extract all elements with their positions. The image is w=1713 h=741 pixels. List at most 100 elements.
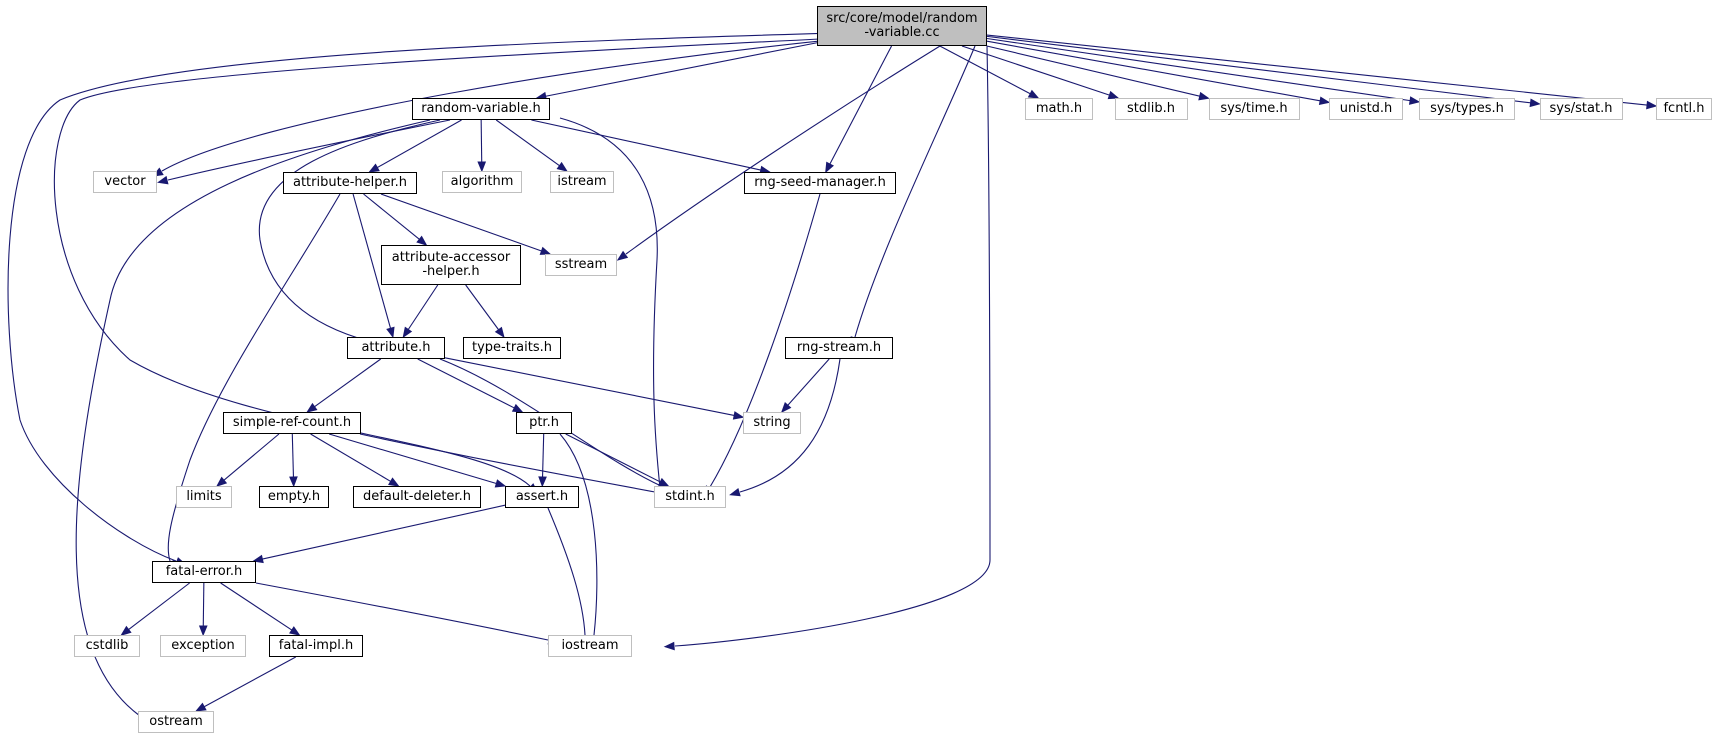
node-algorithm: algorithm: [442, 171, 522, 193]
edge-attribute-h-to-ptr-h: [417, 358, 524, 413]
edge-simple-ref-count-h-to-assert-h: [329, 433, 507, 488]
node-cstdlib: cstdlib: [74, 635, 140, 657]
node-label: attribute.h: [361, 340, 431, 355]
edge-attribute-accessor-helper-h-to-type-traits-h: [465, 284, 505, 339]
edge-root-to-sys-time-h: [986, 45, 1210, 101]
node-label: attribute-accessor -helper.h: [391, 250, 511, 279]
edge-random-variable-h-to-istream: [495, 119, 568, 172]
edge-simple-ref-count-h-to-empty-h: [289, 433, 298, 488]
node-label: vector: [104, 174, 146, 189]
node-string: string: [743, 412, 801, 434]
node-label: default-deleter.h: [363, 489, 471, 504]
edge-attribute-helper-h-to-fatal-error-h: [166, 193, 341, 572]
node-label: sys/types.h: [1430, 101, 1504, 116]
edge-root-to-math-h: [939, 45, 1040, 99]
node-stdlib-h: stdlib.h: [1114, 98, 1188, 120]
edge-attribute-helper-h-to-attribute-accessor-helper-h: [363, 193, 428, 246]
node-empty-h[interactable]: empty.h: [259, 486, 329, 508]
node-label: ptr.h: [529, 415, 559, 430]
node-label: random-variable.h: [421, 101, 541, 116]
edge-random-variable-h-to-algorithm: [477, 119, 487, 173]
node-label: simple-ref-count.h: [232, 415, 352, 430]
node-sys-types-h: sys/types.h: [1419, 98, 1515, 120]
node-istream: istream: [550, 171, 614, 193]
node-label: src/core/model/random -variable.cc: [826, 11, 978, 40]
edge-rng-stream-h-to-string: [780, 358, 830, 414]
node-assert-h[interactable]: assert.h: [505, 486, 579, 508]
node-label: limits: [186, 489, 222, 504]
node-label: stdint.h: [665, 489, 715, 504]
node-root: src/core/model/random -variable.cc: [817, 6, 987, 46]
edge-root-to-iostream: [663, 45, 991, 651]
edge-fatal-error-h-to-cstdlib: [120, 582, 190, 636]
node-label: fcntl.h: [1663, 101, 1705, 116]
node-stdint-h: stdint.h: [654, 486, 726, 508]
node-label: stdlib.h: [1127, 101, 1175, 116]
node-label: sstream: [554, 257, 608, 272]
node-ptr-h[interactable]: ptr.h: [516, 412, 572, 434]
edge-simple-ref-count-h-to-limits: [216, 433, 280, 487]
node-limits: limits: [176, 486, 232, 508]
edge-rng-stream-h-to-stdint-h: [729, 358, 841, 497]
edge-simple-ref-count-h-to-default-deleter-h: [310, 433, 400, 487]
node-rng-seed-manager-h[interactable]: rng-seed-manager.h: [744, 172, 896, 194]
node-label: empty.h: [267, 489, 321, 504]
edge-fatal-error-h-to-fatal-impl-h: [220, 582, 301, 636]
edge-assert-h-to-fatal-error-h: [252, 504, 506, 564]
node-exception: exception: [160, 635, 246, 657]
node-attribute-accessor-helper-h[interactable]: attribute-accessor -helper.h: [381, 245, 521, 285]
node-label: iostream: [561, 638, 619, 653]
node-label: rng-stream.h: [796, 340, 882, 355]
node-label: rng-seed-manager.h: [754, 175, 886, 190]
node-rng-stream-h[interactable]: rng-stream.h: [785, 337, 893, 359]
node-attribute-helper-h[interactable]: attribute-helper.h: [283, 172, 417, 194]
node-math-h: math.h: [1025, 98, 1093, 120]
node-simple-ref-count-h[interactable]: simple-ref-count.h: [223, 412, 361, 434]
edge-random-variable-h-to-vector: [156, 119, 451, 185]
node-attribute-h[interactable]: attribute.h: [347, 337, 445, 359]
edge-fatal-impl-h-to-ostream: [195, 656, 296, 712]
edge-attribute-helper-h-to-attribute-h: [352, 193, 395, 339]
node-label: ostream: [149, 714, 203, 729]
edge-random-variable-h-to-attribute-helper-h: [368, 119, 462, 173]
node-default-deleter-h[interactable]: default-deleter.h: [353, 486, 481, 508]
edge-root-to-rng-seed-manager-h: [825, 45, 893, 174]
node-label: attribute-helper.h: [292, 175, 408, 190]
node-sys-time-h: sys/time.h: [1208, 98, 1300, 120]
edge-root-to-unistd-h: [986, 40, 1331, 105]
edge-attribute-h-to-string: [444, 357, 745, 420]
node-label: cstdlib: [85, 638, 129, 653]
node-sstream: sstream: [545, 254, 617, 276]
node-label: fatal-impl.h: [278, 638, 354, 653]
node-label: exception: [171, 638, 235, 653]
node-fcntl-h: fcntl.h: [1656, 98, 1712, 120]
edge-root-to-sstream: [616, 45, 941, 261]
node-unistd-h: unistd.h: [1329, 98, 1403, 120]
node-label: unistd.h: [1339, 101, 1393, 116]
node-label: type-traits.h: [472, 340, 552, 355]
node-type-traits-h[interactable]: type-traits.h: [463, 337, 561, 359]
edge-assert-h-to-iostream: [547, 507, 590, 647]
edge-ptr-h-to-assert-h: [538, 433, 547, 488]
node-random-variable-h[interactable]: random-variable.h: [412, 98, 550, 120]
edge-attribute-accessor-helper-h-to-attribute-h: [402, 284, 439, 339]
edge-root-to-rng-stream-h: [850, 45, 976, 348]
edge-fatal-error-h-to-exception: [198, 582, 208, 637]
node-label: istream: [557, 174, 607, 189]
node-label: fatal-error.h: [165, 564, 243, 579]
node-vector: vector: [93, 171, 157, 193]
node-fatal-error-h[interactable]: fatal-error.h: [152, 561, 256, 583]
node-label: assert.h: [515, 489, 569, 504]
node-ostream: ostream: [138, 711, 214, 733]
edge-root-to-stdlib-h: [961, 45, 1120, 100]
edge-ptr-h-to-iostream: [559, 433, 599, 647]
node-iostream: iostream: [548, 635, 632, 657]
node-label: math.h: [1035, 101, 1083, 116]
edge-root-to-fcntl-h: [986, 34, 1658, 110]
edge-ptr-h-to-stdint-h: [565, 433, 670, 487]
node-label: algorithm: [450, 174, 514, 189]
edge-root-to-sys-stat-h: [986, 35, 1541, 108]
edge-attribute-h-to-simple-ref-count-h: [306, 358, 382, 413]
node-fatal-impl-h[interactable]: fatal-impl.h: [269, 635, 363, 657]
